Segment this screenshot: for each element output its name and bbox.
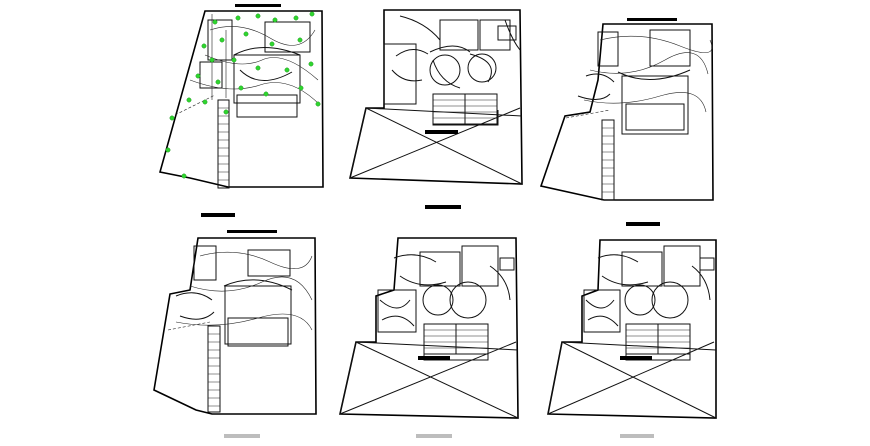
floor-plan-2 (349, 9, 523, 209)
floor-plan-3 (539, 18, 714, 226)
floor-plan-4 (153, 230, 317, 438)
floor-plan-6 (547, 239, 717, 438)
floor-plan-5 (339, 237, 519, 438)
floor-plan-1 (158, 4, 324, 217)
